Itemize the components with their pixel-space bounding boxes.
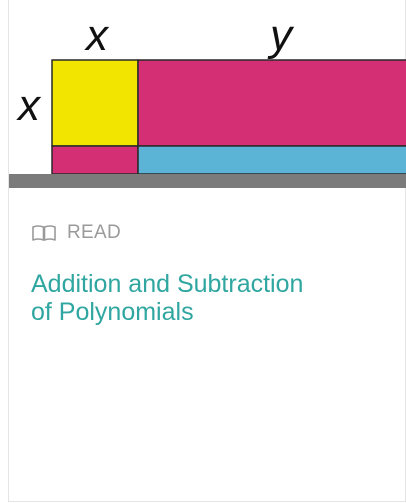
algebra-tiles-illustration: x y x [9, 11, 406, 188]
top-y-label: y [267, 11, 295, 60]
book-icon [32, 225, 56, 241]
top-x-label: x [84, 11, 110, 60]
content-type: READ [31, 222, 121, 244]
left-x-label: x [16, 81, 42, 130]
lesson-thumbnail[interactable]: x y x [9, 0, 406, 188]
lesson-card[interactable]: x y x READ Addition and Subtraction of P… [8, 0, 406, 502]
content-type-label: READ [67, 222, 121, 243]
x-squared-tile [51, 59, 139, 147]
base-bar [9, 174, 406, 188]
lesson-title-link[interactable]: Addition and Subtraction of Polynomials [31, 270, 304, 326]
y-tile [137, 145, 406, 175]
xy-tile [137, 59, 406, 147]
x-tile [51, 145, 139, 175]
